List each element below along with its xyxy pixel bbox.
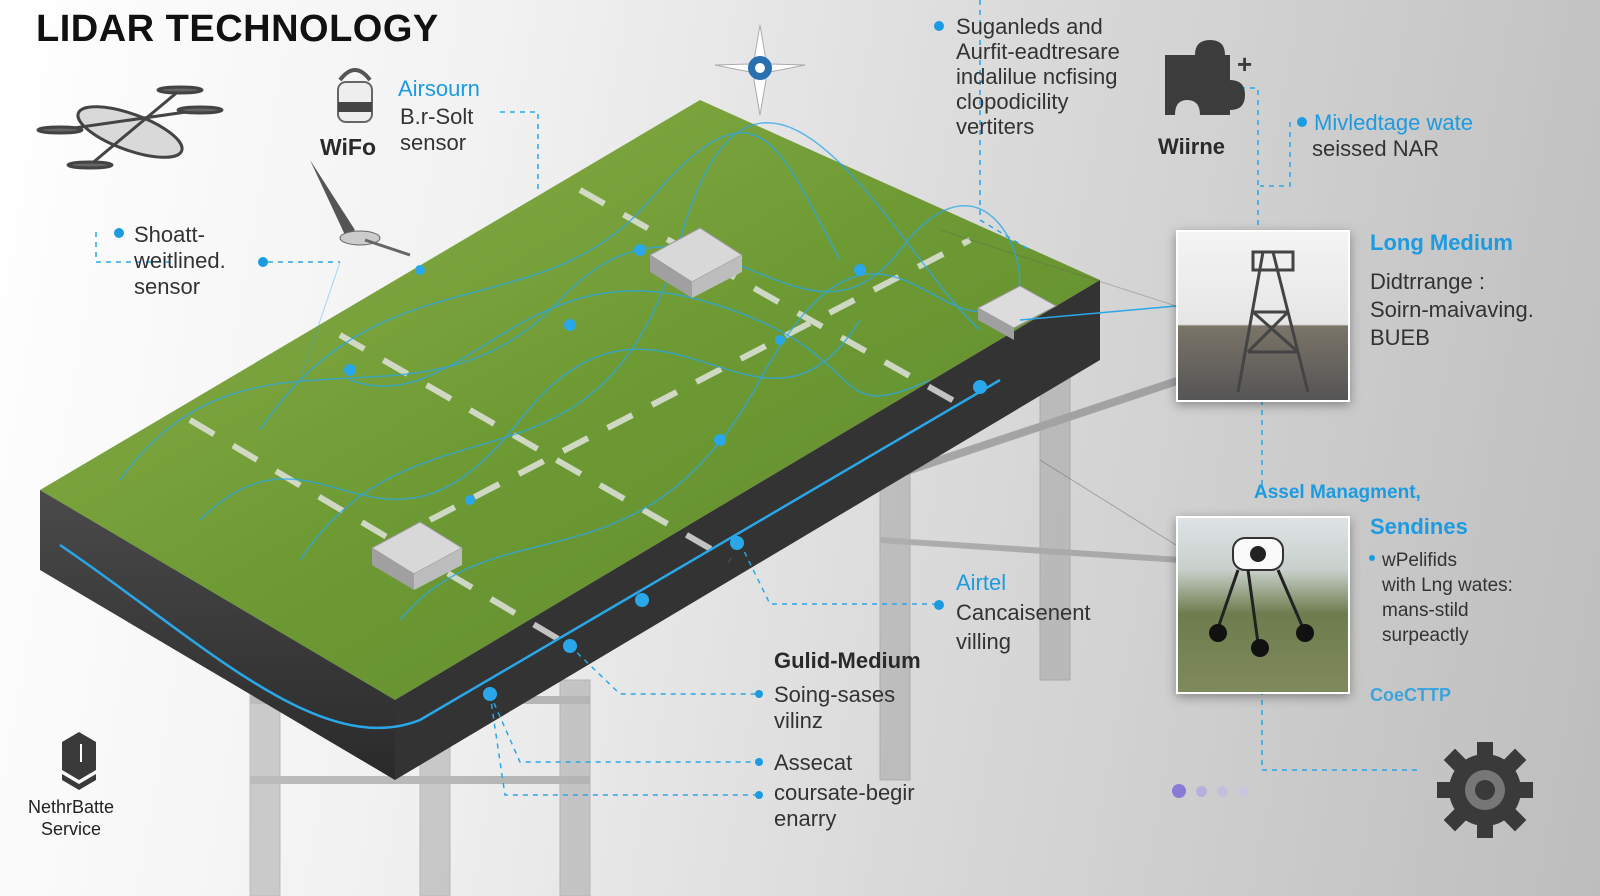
label-airsource: Airsourn xyxy=(398,76,480,101)
page-title: LIDAR TECHNOLOGY xyxy=(36,8,439,50)
label-coursate: coursate-begir enarry xyxy=(774,780,915,831)
wind-sensor-icon xyxy=(714,24,806,116)
pager-dots xyxy=(1172,784,1249,798)
bullet xyxy=(934,600,944,610)
label-sensor-top: B.r-Solt sensor xyxy=(400,104,474,155)
bullet xyxy=(114,228,124,238)
label-wifo: WiFo xyxy=(320,134,376,160)
svg-text:+: + xyxy=(1237,49,1252,79)
sensor-box-3 xyxy=(976,285,1058,340)
wifi-sensor-icon xyxy=(337,68,373,123)
bullet xyxy=(755,791,763,799)
shield-icon xyxy=(62,732,96,790)
label-gulid-medium: Gulid-Medium xyxy=(774,648,921,673)
bullet xyxy=(934,21,944,31)
label-wpelifids: wPelifids with Lng wates: mans-stild sur… xyxy=(1382,550,1513,646)
bullet xyxy=(755,690,763,698)
label-didtrange: Didtrrange : Soirn-maivaving. BUEB xyxy=(1370,269,1534,350)
bullet xyxy=(1369,555,1375,561)
label-sendines: Sendines xyxy=(1370,514,1468,539)
label-shoatt: Shoatt- weitlined. sensor xyxy=(134,222,226,299)
lidar-scanner-icon xyxy=(310,160,411,257)
label-seissed: seissed NAR xyxy=(1312,136,1440,161)
label-nethr: NethrBatte Service xyxy=(28,797,115,839)
label-airtel: Airtel xyxy=(956,570,1007,595)
sensor-box-1 xyxy=(371,521,463,590)
bullet xyxy=(1297,117,1307,127)
bullet xyxy=(755,758,763,766)
label-long-medium: Long Medium xyxy=(1370,230,1513,255)
label-asset-mgmt: Assel Managment, xyxy=(1254,482,1421,503)
label-wirne: Wiirne xyxy=(1158,134,1226,159)
label-cancaisenent: Cancaisenent villing xyxy=(956,600,1091,654)
terrain-slab xyxy=(40,100,1100,780)
label-suganleds: Suganleds and Aurfit-eadtresare indalilu… xyxy=(956,14,1120,139)
label-mivledtage: Mivledtage wate xyxy=(1314,110,1473,135)
label-coretrp: CoeCTTP xyxy=(1370,685,1451,705)
label-assecat: Assecat xyxy=(774,750,853,775)
sensor-box-2 xyxy=(649,227,743,298)
puzzle-icon: + xyxy=(1165,40,1252,115)
bullet xyxy=(258,257,268,267)
label-soing: Soing-sases vilinz xyxy=(774,682,896,733)
drone-icon xyxy=(36,85,224,170)
tower-photo xyxy=(1176,230,1350,402)
rover-photo xyxy=(1176,516,1350,694)
gear-icon xyxy=(1437,742,1533,838)
